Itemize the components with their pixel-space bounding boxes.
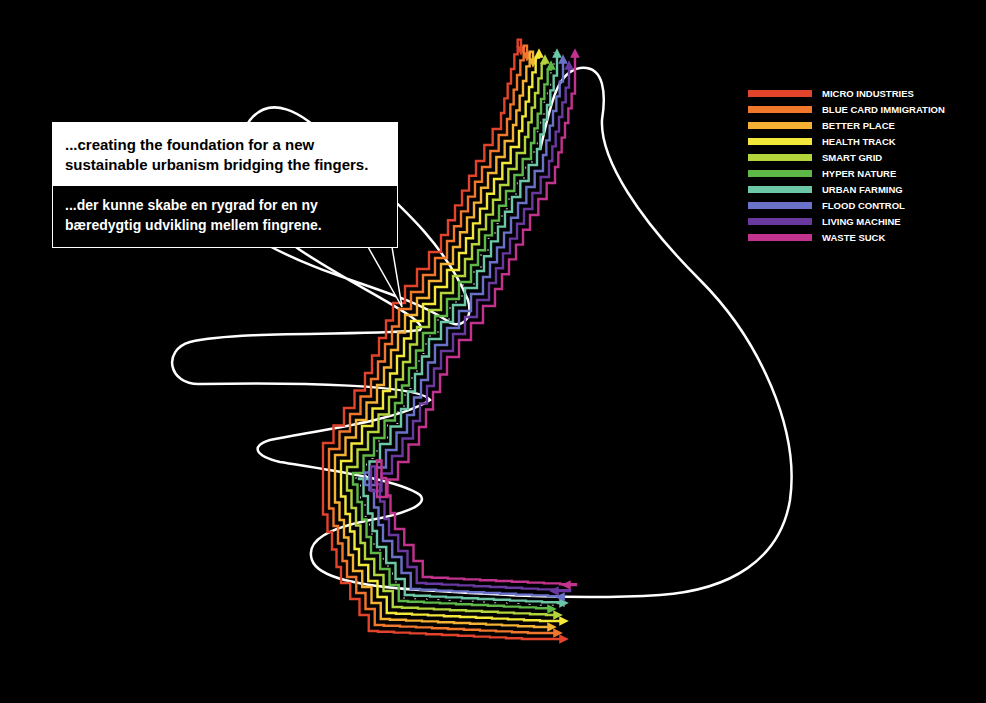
callout-box: ...creating the foundation for a new sus… bbox=[52, 122, 398, 248]
legend-text: BLUE CARD IMMIGRATION bbox=[822, 102, 945, 117]
legend-swatch bbox=[748, 122, 812, 129]
legend-text: MICRO INDUSTRIES bbox=[822, 86, 914, 101]
legend-swatch bbox=[748, 234, 812, 241]
callout-pointer bbox=[368, 247, 402, 307]
legend-text: HEALTH TRACK bbox=[822, 134, 896, 149]
legend-text: FLOOD CONTROL bbox=[822, 198, 905, 213]
legend-swatch bbox=[748, 154, 812, 161]
callout-text: ...creating the foundation for a new sus… bbox=[52, 122, 398, 186]
legend-text: HYPER NATURE bbox=[822, 166, 896, 181]
legend-text: SMART GRID bbox=[822, 150, 882, 165]
legend-text: BETTER PLACE bbox=[822, 118, 895, 133]
legend-swatch bbox=[748, 202, 812, 209]
legend-text: WASTE SUCK bbox=[822, 230, 885, 245]
legend-text: URBAN FARMING bbox=[822, 182, 903, 197]
legend-swatch bbox=[748, 90, 812, 97]
legend-swatch bbox=[748, 138, 812, 145]
legend-text: LIVING MACHINE bbox=[822, 214, 901, 229]
legend-swatch bbox=[748, 186, 812, 193]
legend-swatch bbox=[748, 106, 812, 113]
legend-swatch bbox=[748, 170, 812, 177]
legend-swatch bbox=[748, 218, 812, 225]
callout-text: ...der kunne skabe en rygrad for en ny b… bbox=[52, 186, 398, 248]
band-line bbox=[377, 52, 576, 585]
